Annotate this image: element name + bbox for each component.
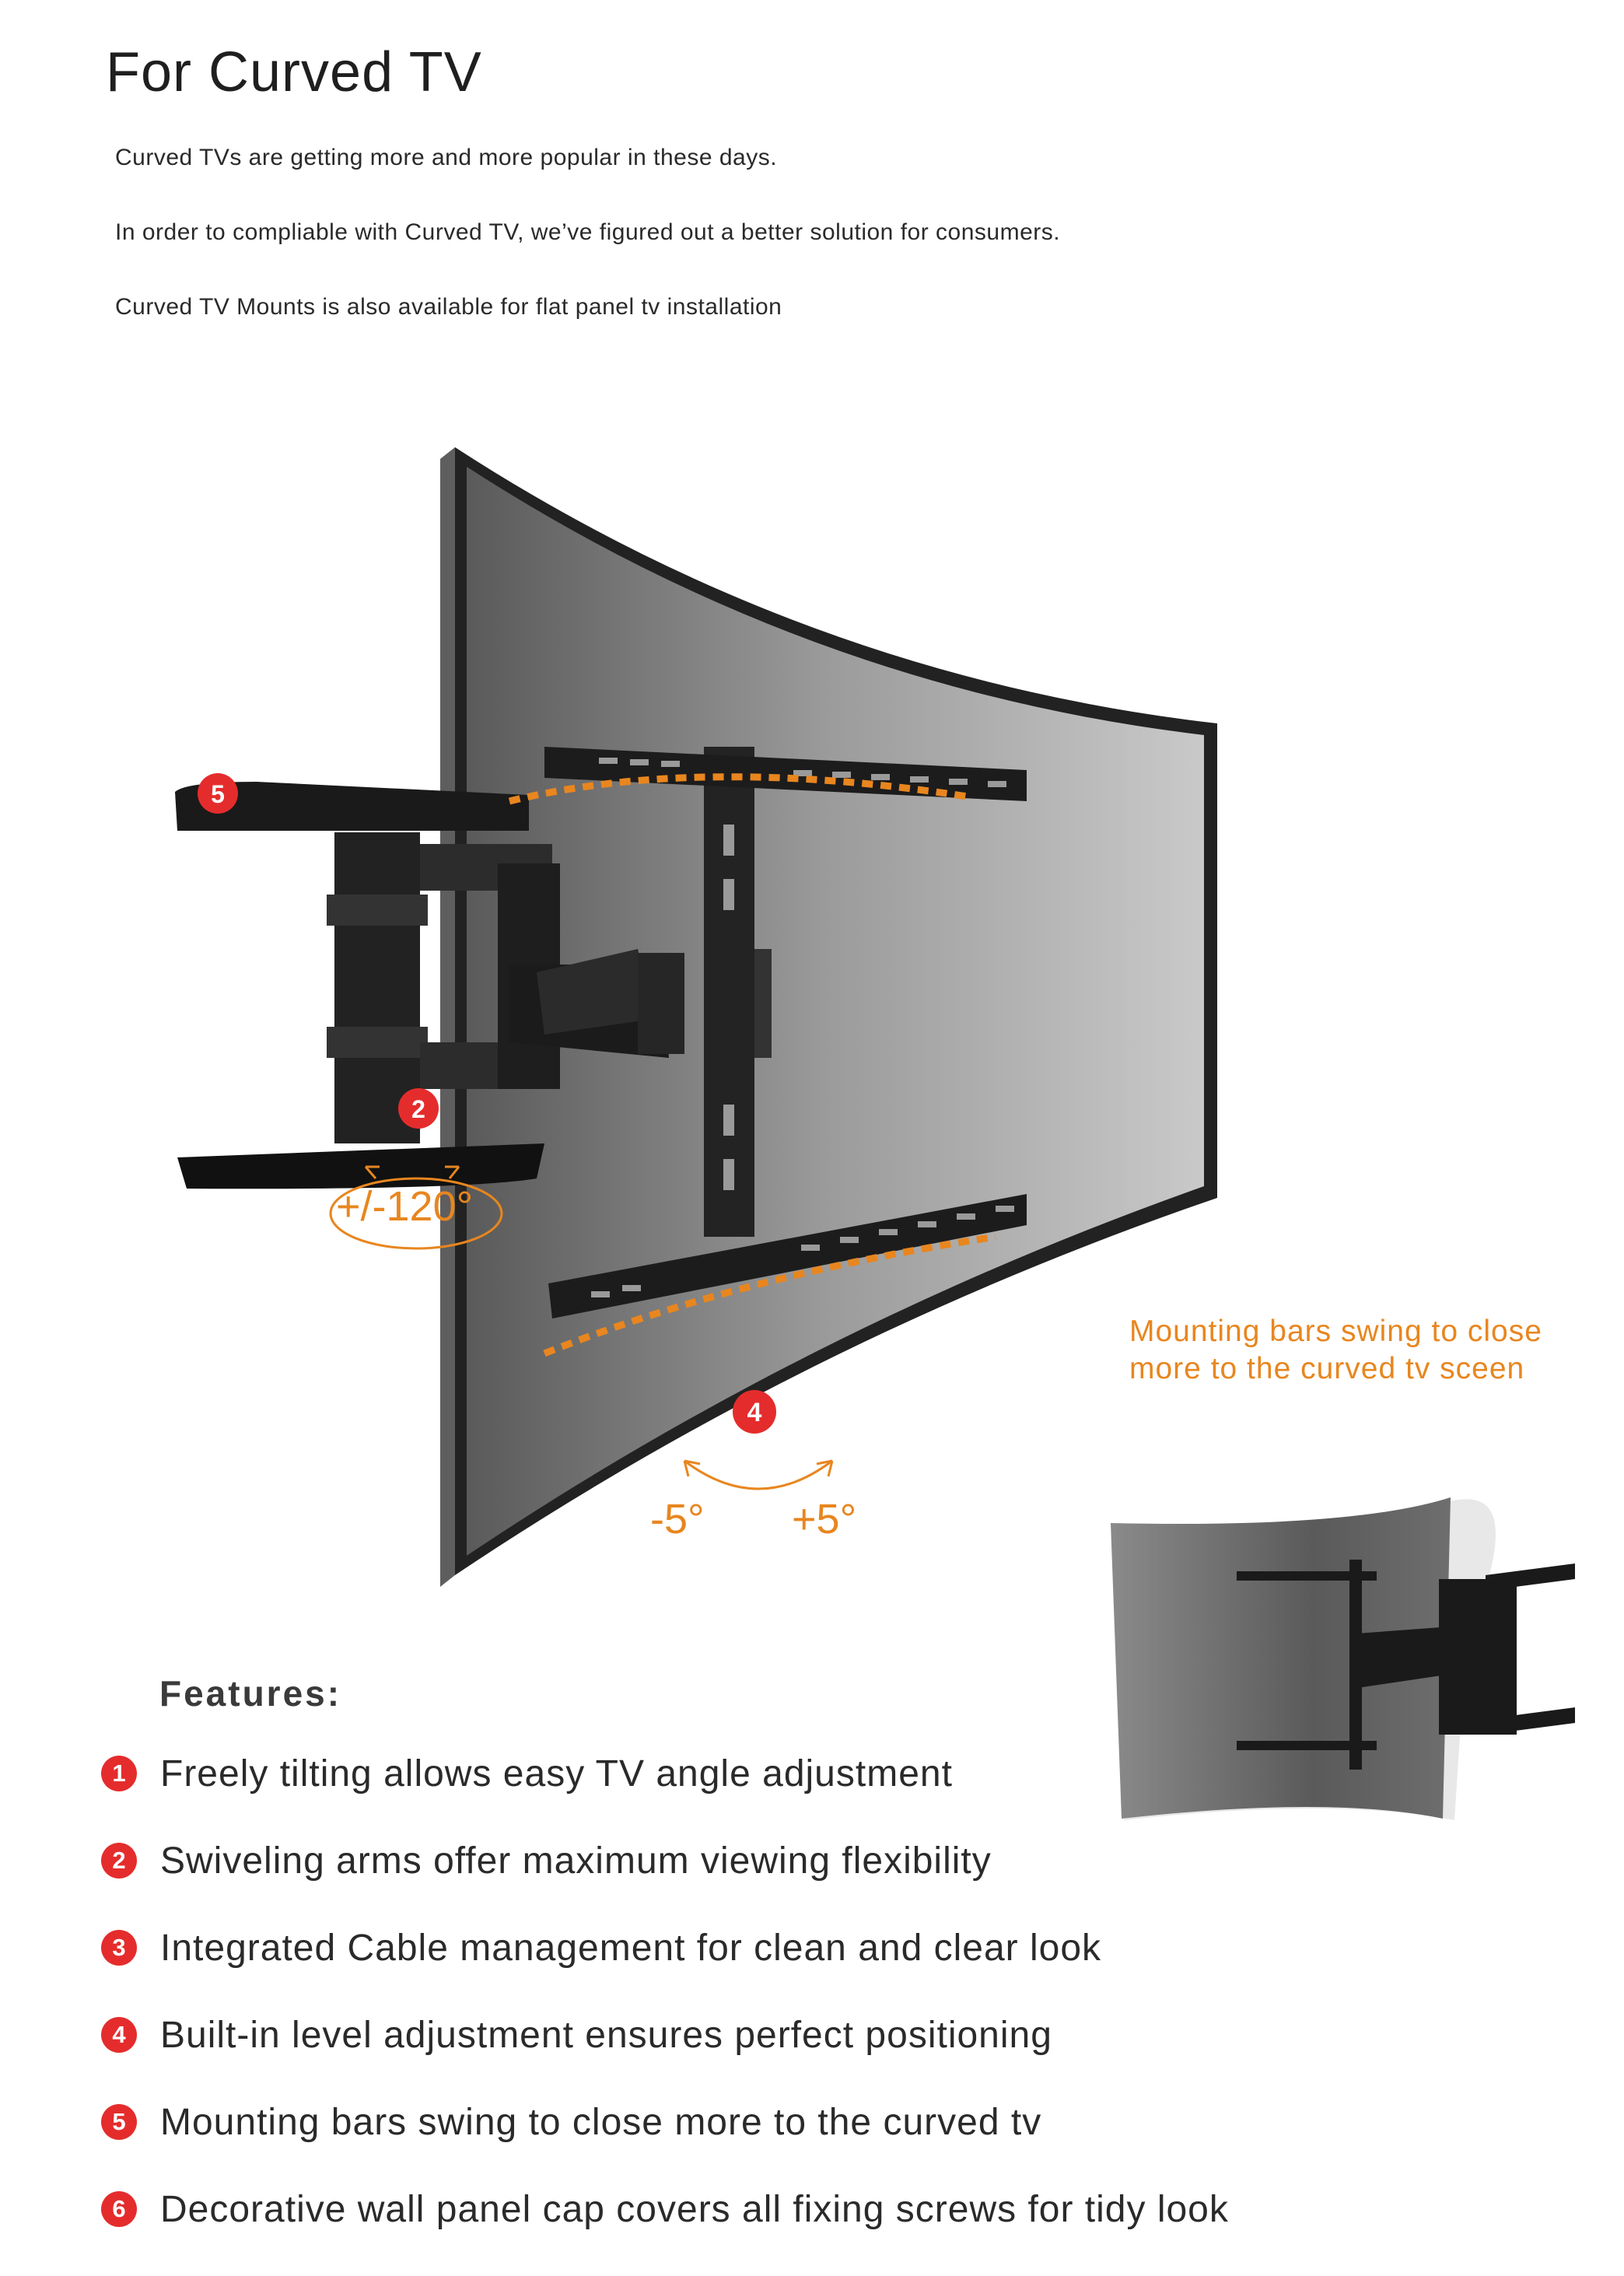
feature-number-badge: 3 [101,1930,137,1966]
tilt-minus-label: -5° [650,1496,705,1542]
swivel-angle-label: +/-120° [336,1183,474,1230]
badge-2: 2 [398,1088,439,1129]
feature-item: 5 Mounting bars swing to close more to t… [101,2097,1041,2147]
intro-line-1: Curved TVs are getting more and more pop… [115,145,778,170]
features-heading: Features: [159,1673,342,1714]
svg-text:2: 2 [411,1095,425,1123]
intro-line-3: Curved TV Mounts is also available for f… [115,294,782,320]
callout-line-2: more to the curved tv sceen [1129,1352,1525,1385]
intro-line-2: In order to compliable with Curved TV, w… [115,219,1061,245]
feature-item: 1 Freely tilting allows easy TV angle ad… [101,1749,953,1798]
feature-text: Decorative wall panel cap covers all fix… [160,2188,1229,2230]
curved-tv-mount-illustration: 5 2 4 [175,447,1217,1587]
svg-text:5: 5 [211,780,225,808]
feature-text: Built-in level adjustment ensures perfec… [160,2014,1052,2056]
page-title: For Curved TV [106,41,482,103]
feature-number-badge: 1 [101,1756,137,1791]
feature-item: 4 Built-in level adjustment ensures perf… [101,2010,1052,2060]
callout-line-1: Mounting bars swing to close [1129,1315,1542,1348]
wall-mount-arm [175,782,684,1189]
curved-tv-thumbnail [1111,1497,1575,1820]
feature-number-badge: 5 [101,2104,137,2140]
swing-indicator-lines [508,773,996,1357]
feature-text: Integrated Cable management for clean an… [160,1927,1102,1969]
badge-4: 4 [733,1390,776,1434]
feature-text: Mounting bars swing to close more to the… [160,2101,1042,2143]
swivel-arc [329,1165,503,1250]
svg-text:4: 4 [747,1398,762,1427]
mounting-bars-callout: Mounting bars swing to close more to the… [1129,1313,1542,1388]
feature-number-badge: 4 [101,2017,137,2053]
feature-number-badge: 6 [101,2191,137,2227]
tilt-arc [683,1459,834,1490]
feature-item: 3 Integrated Cable management for clean … [101,1923,1101,1973]
badge-5: 5 [198,773,238,814]
tilt-plus-label: +5° [792,1496,857,1542]
feature-text: Freely tilting allows easy TV angle adju… [160,1753,953,1795]
feature-text: Swiveling arms offer maximum viewing fle… [160,1840,992,1882]
feature-number-badge: 2 [101,1843,137,1879]
feature-item: 6 Decorative wall panel cap covers all f… [101,2184,1229,2234]
feature-item: 2 Swiveling arms offer maximum viewing f… [101,1836,992,1886]
